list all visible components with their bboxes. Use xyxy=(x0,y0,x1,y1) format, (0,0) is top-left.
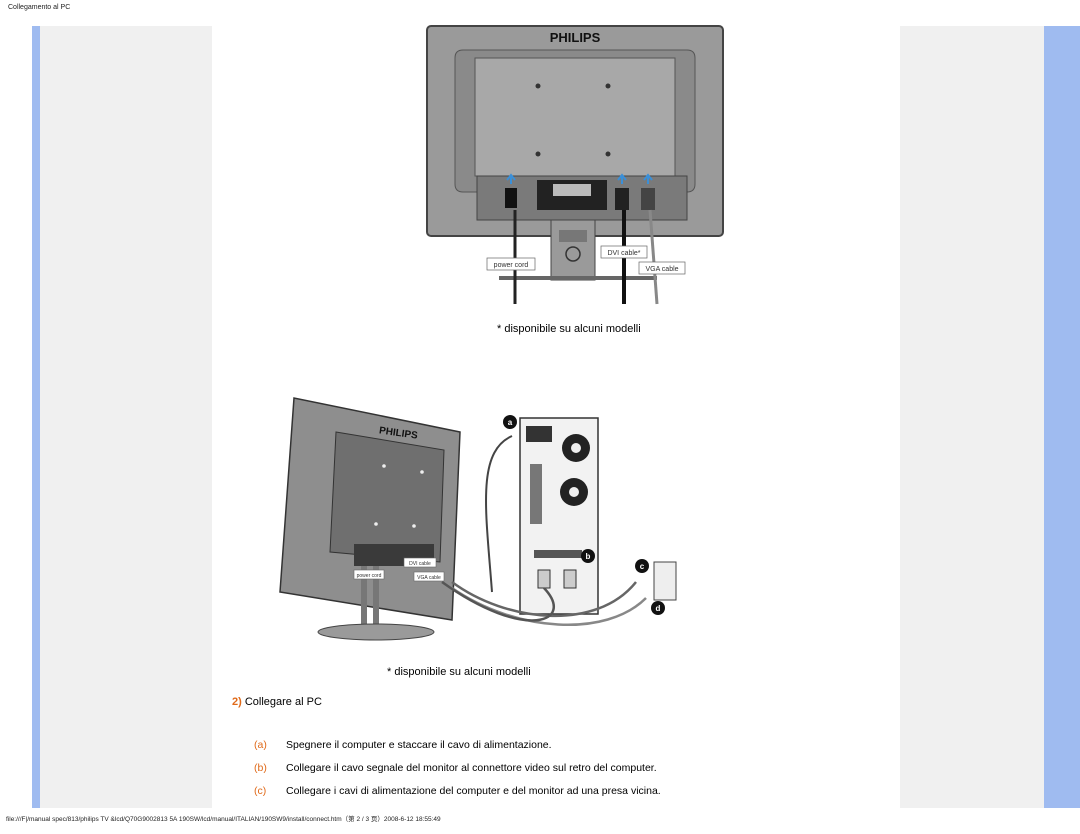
page-header-title: Collegamento al PC xyxy=(8,4,71,11)
arrow-up-icon xyxy=(506,173,516,184)
marker-b: b xyxy=(586,552,591,561)
marker-a: a xyxy=(508,418,513,427)
marker-c: c xyxy=(640,562,645,571)
substep-label: (c) xyxy=(254,785,267,797)
step-number: 2) xyxy=(232,696,242,708)
availability-note-2: * disponibile su alcuni modelli xyxy=(387,666,531,678)
dvi-cable-label-2: DVI cable xyxy=(409,561,431,567)
marker-d: d xyxy=(656,604,661,613)
substep-label: (a) xyxy=(254,739,267,751)
page-footer-url: file:///F|/manual spec/813/philips TV &l… xyxy=(6,816,441,823)
arrow-up-icon xyxy=(617,173,627,184)
left-grey-panel xyxy=(40,26,212,808)
right-blue-bar xyxy=(1044,26,1080,808)
vga-cable-label-2: VGA cable xyxy=(417,575,441,581)
vesa-hole xyxy=(605,83,611,89)
step-title: Collegare al PC xyxy=(244,696,322,708)
substep-label: (b) xyxy=(254,762,267,774)
dvi-cable-label: DVI cable* xyxy=(607,250,640,257)
vesa-hole xyxy=(605,151,611,157)
left-blue-bar xyxy=(32,26,40,808)
monitor2-brand-text: PHILIPS xyxy=(378,425,418,441)
right-grey-panel xyxy=(900,26,1044,808)
substep-a: (a) Spegnere il computer e staccare il ca… xyxy=(254,739,552,751)
pc-connection-illustration: PHILIPS DVI cable power cord VGA cable a… xyxy=(279,397,677,641)
availability-note: * disponibile su alcuni modelli xyxy=(497,323,641,335)
arrow-up-icon xyxy=(643,173,653,184)
substep-text: Spegnere il computer e staccare il cavo … xyxy=(286,739,552,751)
substep-text: Collegare il cavo segnale del monitor al… xyxy=(286,762,657,774)
substep-text: Collegare i cavi di alimentazione del co… xyxy=(286,785,661,797)
step-heading: 2) Collegare al PC xyxy=(232,696,322,708)
substep-c: (c) Collegare i cavi di alimentazione del… xyxy=(254,785,661,797)
vesa-hole xyxy=(535,83,541,89)
vga-cable-label: VGA cable xyxy=(645,266,678,273)
monitor-back-illustration: PHILIPS power cord DVI cable* VGA cable xyxy=(426,25,724,305)
substep-b: (b) Collegare il cavo segnale del monitor… xyxy=(254,762,657,774)
power-cord-label-2: power cord xyxy=(357,573,382,579)
vesa-hole xyxy=(535,151,541,157)
monitor-brand-text: PHILIPS xyxy=(550,30,601,45)
power-cord-label: power cord xyxy=(494,262,529,269)
